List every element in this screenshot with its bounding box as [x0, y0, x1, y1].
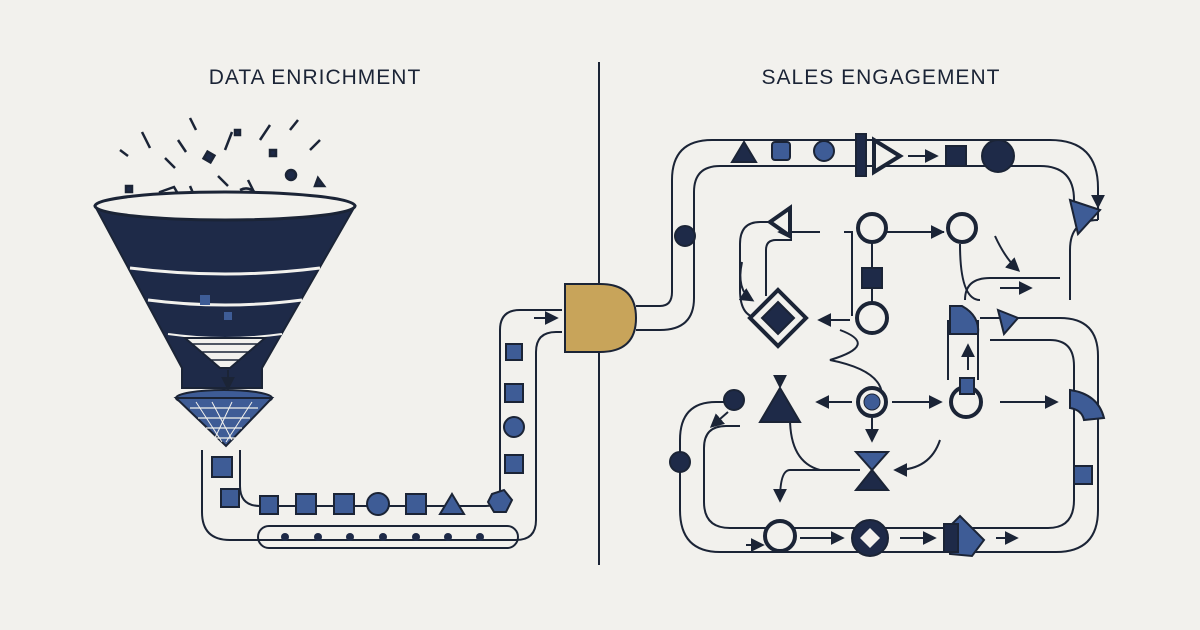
conveyor-rollers: [281, 533, 484, 541]
sieve-icon: [173, 389, 275, 448]
funnel-icon: [93, 190, 357, 389]
data-enrichment-heading: DATA ENRICHMENT: [208, 66, 422, 89]
enriched-data-items: [211, 343, 525, 516]
sales-engagement-heading: SALES ENGAGEMENT: [761, 66, 1001, 89]
gate-icon: [564, 283, 638, 353]
flow-network-icon: [636, 133, 1106, 558]
